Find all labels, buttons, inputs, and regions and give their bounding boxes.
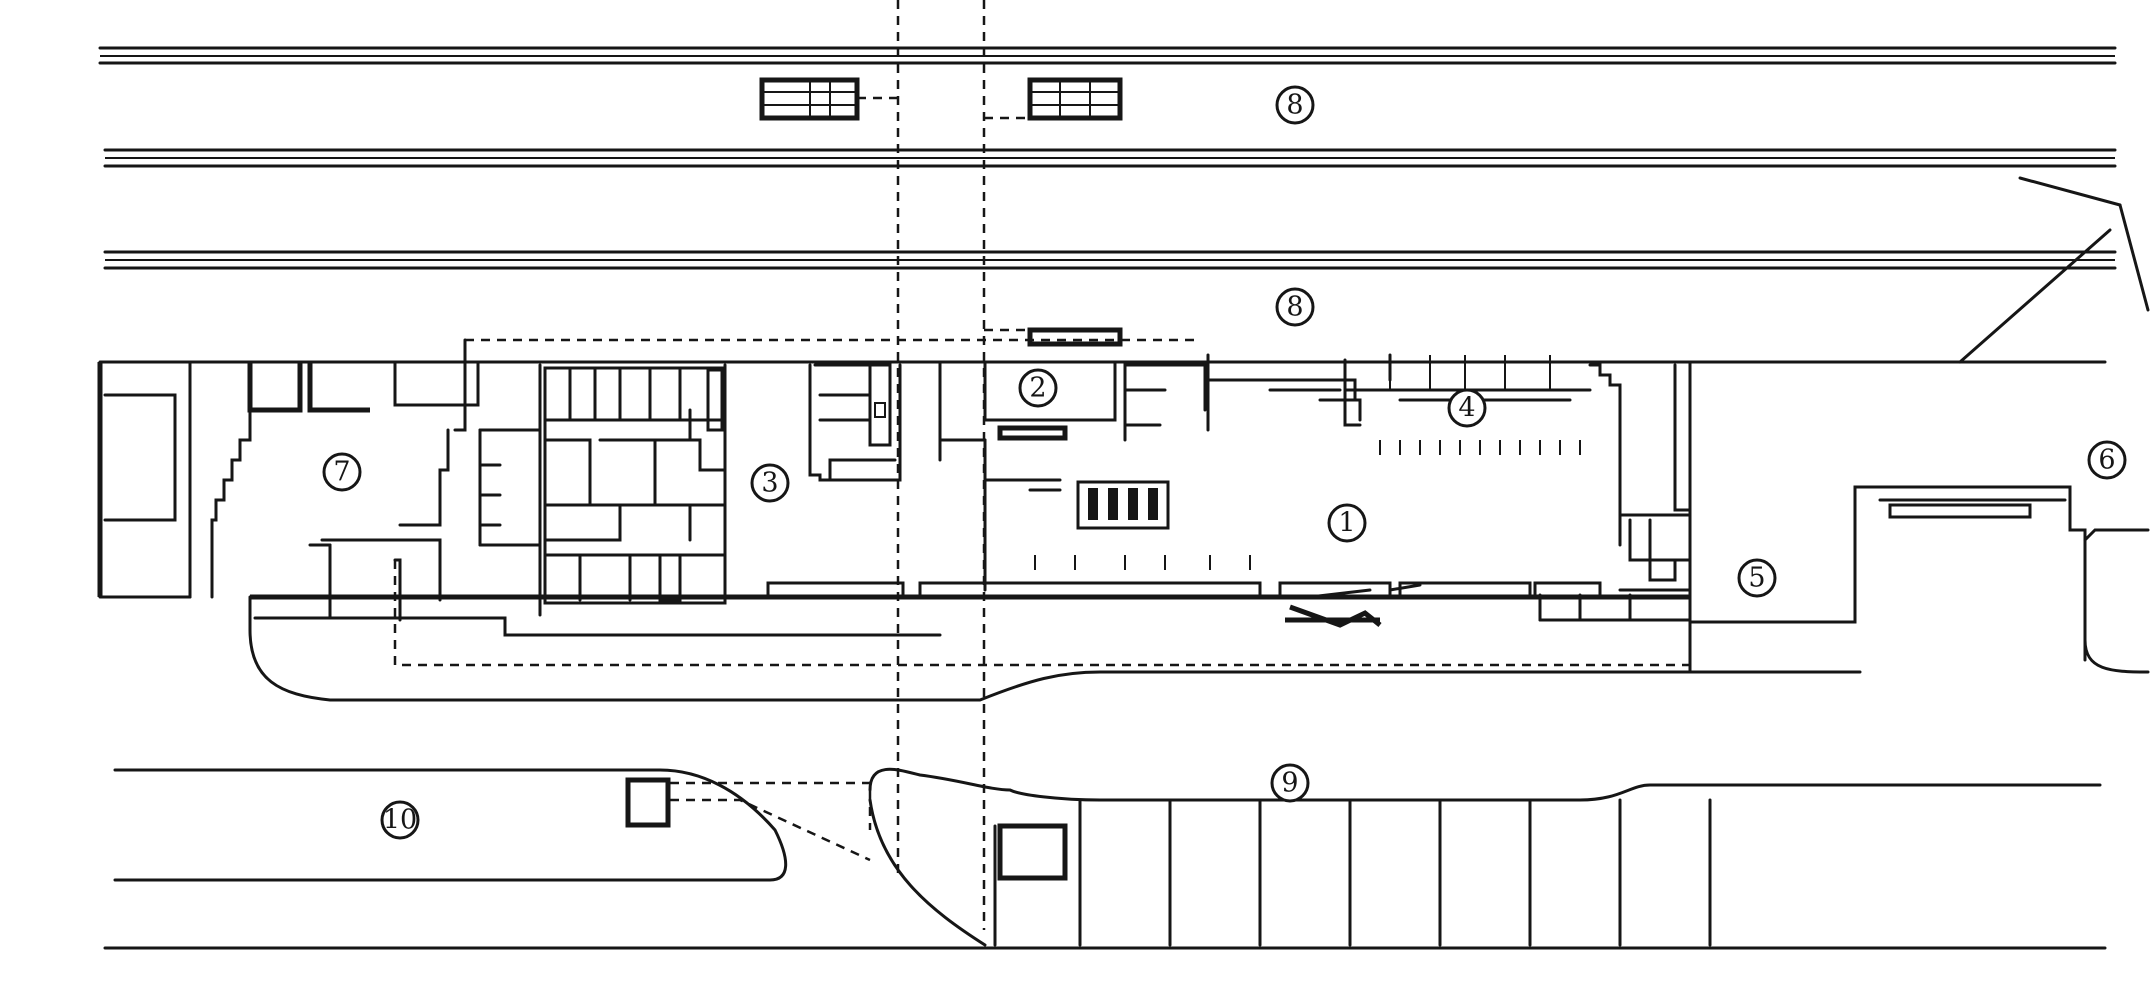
hall-1-ticket-gates [938, 438, 1251, 592]
area-marker-2: 2 [1018, 368, 1058, 408]
marker-circle [2087, 440, 2127, 480]
marker-label: 6 [2098, 445, 2115, 476]
marker-label: 7 [333, 457, 350, 488]
lower-road-10 [113, 768, 872, 882]
west-wing-rooms [320, 338, 727, 622]
area-marker-1: 1 [1327, 503, 1367, 543]
platform-shelter-left [759, 77, 860, 121]
track-band-middle [103, 148, 2117, 168]
stair-steps [210, 403, 252, 599]
area-markers: 1 2 3 4 5 6 7 8 8 9 10 [322, 85, 2127, 840]
east-plaza [1688, 485, 2150, 674]
track-band-top [98, 46, 2117, 65]
kiosk-2-area [938, 360, 1207, 462]
marker-label: 9 [1281, 768, 1298, 799]
track-band-lower [103, 250, 2117, 347]
marker-circle [1275, 85, 1315, 125]
track-diagonal-branch [1958, 176, 2150, 364]
area-marker-8b: 8 [1275, 287, 1315, 327]
lower-road-9 [103, 767, 2107, 950]
hall-3-area [723, 363, 902, 547]
marker-label: 3 [761, 468, 778, 499]
hall-4-gates [1206, 353, 1592, 455]
marker-label: 5 [1748, 563, 1765, 594]
area-marker-5: 5 [1737, 558, 1777, 598]
east-service-rooms [1538, 360, 1692, 674]
station-outline [97, 338, 2107, 600]
marker-circle [1327, 503, 1367, 543]
area-marker-8a: 8 [1275, 85, 1315, 125]
area-marker-6: 6 [2087, 440, 2127, 480]
marker-label: 4 [1458, 393, 1475, 424]
area-marker-9: 9 [1270, 763, 1310, 803]
forecourt-edge [248, 543, 1692, 702]
marker-circle [1270, 763, 1310, 803]
marker-label: 8 [1286, 90, 1303, 121]
marker-circle [1447, 388, 1487, 428]
marker-circle [1018, 368, 1058, 408]
area-marker-4: 4 [1447, 388, 1487, 428]
area-marker-3: 3 [750, 463, 790, 503]
facade-openings [766, 581, 1602, 628]
area-marker-7: 7 [322, 452, 362, 492]
area-marker-10: 10 [380, 800, 420, 840]
marker-label: 2 [1029, 373, 1046, 404]
marker-label: 1 [1338, 508, 1355, 539]
marker-circle [1275, 287, 1315, 327]
marker-circle [322, 452, 362, 492]
platform-shelter-right [1027, 77, 1123, 121]
marker-circle [380, 800, 420, 840]
marker-circle [1737, 558, 1777, 598]
marker-label: 8 [1286, 292, 1303, 323]
marker-label: 10 [383, 805, 417, 836]
marker-circle [750, 463, 790, 503]
